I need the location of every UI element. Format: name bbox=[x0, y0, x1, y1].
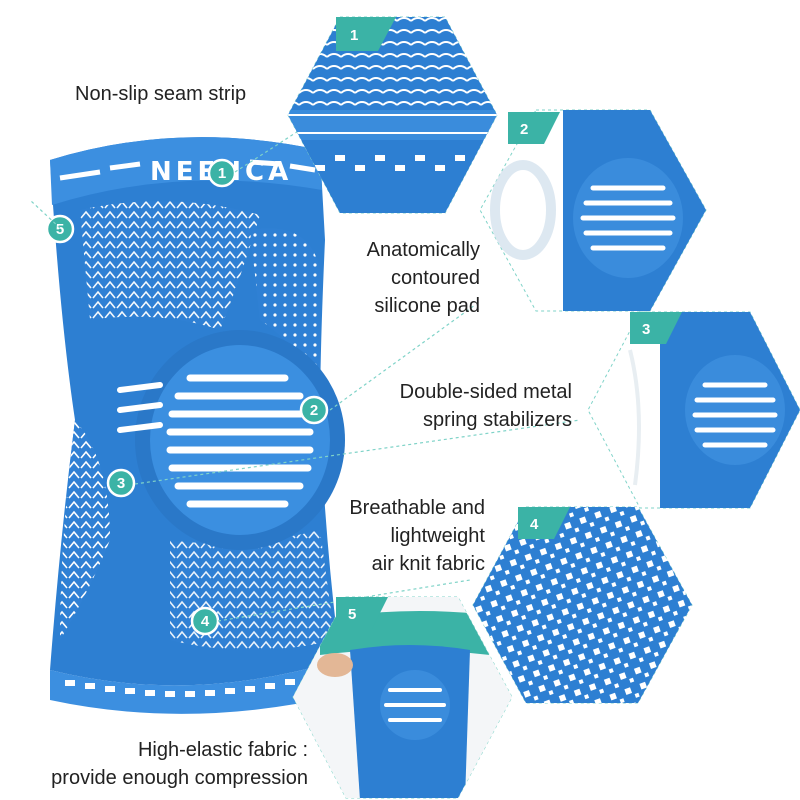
knee-sleeve-image: NEENCA bbox=[50, 137, 345, 714]
feature-3-caption: Double-sided metal spring stabilizers bbox=[312, 378, 572, 434]
detail-hexagon-5 bbox=[292, 596, 513, 799]
feature-4-line-1: Breathable and bbox=[349, 497, 485, 519]
tab-1-number: 1 bbox=[350, 27, 358, 44]
detail-hexagon-2 bbox=[479, 109, 707, 312]
marker-1-icon: 1 bbox=[207, 158, 237, 188]
marker-3-number: 3 bbox=[117, 475, 125, 492]
tab-3-icon: 3 bbox=[630, 312, 682, 344]
marker-1-number: 1 bbox=[218, 165, 226, 182]
marker-2-icon: 2 bbox=[299, 395, 329, 425]
feature-5-line-1: High-elastic fabric : bbox=[137, 739, 308, 761]
detail-hexagon-4 bbox=[472, 506, 693, 704]
feature-3-line-2: spring stabilizers bbox=[423, 409, 572, 431]
feature-2-line-2: contoured bbox=[391, 267, 480, 289]
marker-4-number: 4 bbox=[201, 613, 210, 630]
feature-5-caption: High-elastic fabric : provide enough com… bbox=[8, 736, 308, 792]
marker-5-number: 5 bbox=[56, 221, 64, 238]
detail-hexagon-1 bbox=[287, 16, 498, 214]
feature-2-caption: Anatomically contoured silicone pad bbox=[280, 236, 480, 320]
feature-4-caption: Breathable and lightweight air knit fabr… bbox=[265, 494, 485, 578]
tab-1-icon: 1 bbox=[336, 17, 396, 51]
feature-5-line-2: provide enough compression bbox=[51, 767, 308, 789]
feature-4-line-3: air knit fabric bbox=[371, 553, 485, 575]
feature-3-line-1: Double-sided metal bbox=[399, 381, 572, 403]
feature-1-line-1: Non-slip seam strip bbox=[75, 83, 247, 105]
feature-2-line-1: Anatomically bbox=[366, 239, 480, 261]
tab-5-icon: 5 bbox=[336, 597, 388, 629]
marker-3-icon: 3 bbox=[106, 468, 136, 498]
feature-4-line-2: lightweight bbox=[390, 525, 485, 547]
marker-2-number: 2 bbox=[310, 402, 318, 419]
tab-5-number: 5 bbox=[348, 606, 356, 623]
feature-2-line-3: silicone pad bbox=[374, 295, 480, 317]
tab-4-number: 4 bbox=[530, 516, 539, 533]
detail-hexagon-3 bbox=[587, 311, 800, 509]
tab-4-icon: 4 bbox=[518, 507, 570, 539]
tab-2-icon: 2 bbox=[508, 112, 560, 144]
feature-1-caption: Non-slip seam strip bbox=[75, 80, 246, 108]
tab-3-number: 3 bbox=[642, 321, 650, 338]
tab-2-number: 2 bbox=[520, 121, 528, 138]
